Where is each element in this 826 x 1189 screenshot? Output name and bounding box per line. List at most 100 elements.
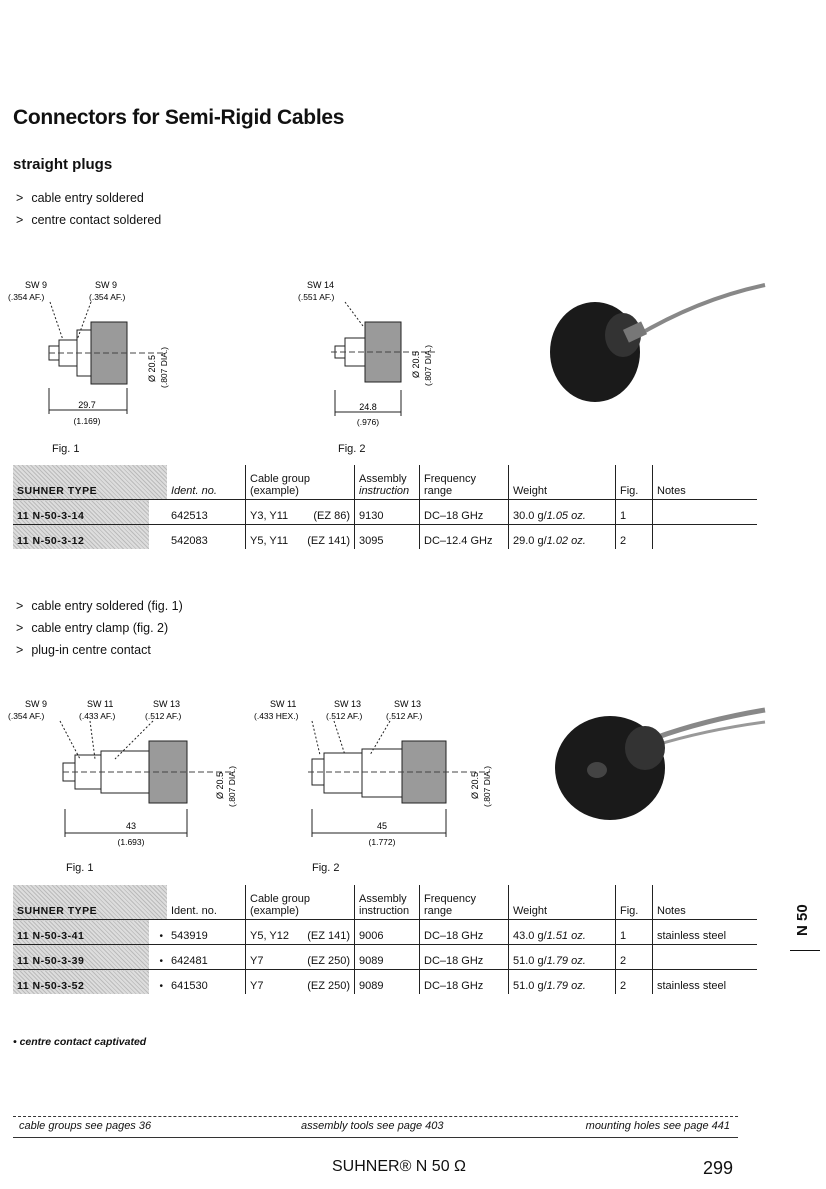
col-header-weight: Weight bbox=[508, 885, 616, 920]
cross-reference-bar: cable groups see pages 36 assembly tools… bbox=[13, 1116, 738, 1138]
spec-table-2: SUHNER TYPE Ident. no. Cable group(examp… bbox=[13, 885, 757, 994]
notes-cell bbox=[652, 944, 757, 970]
dim-label: (.512 AF.) bbox=[386, 711, 423, 721]
fig-label: Fig. 1 bbox=[52, 443, 80, 455]
type-cell: 11 N-50-3-39 bbox=[13, 944, 149, 970]
footer-brand: SUHNER® N 50 Ω bbox=[332, 1158, 466, 1175]
ident-cell: 641530 bbox=[167, 969, 246, 994]
cable-cell: Y7 (EZ 250) bbox=[245, 969, 355, 994]
page-number: 299 bbox=[703, 1158, 734, 1178]
fig-cell: 2 bbox=[615, 944, 653, 970]
assembly-cell: 9089 bbox=[354, 944, 420, 970]
dim-label: Ø 20.5 bbox=[215, 772, 225, 799]
weight-cell: 51.0 g/1.79 oz. bbox=[508, 944, 616, 970]
feature-item: plug-in centre contact bbox=[16, 639, 183, 661]
dim-label: Ø 20.5 bbox=[411, 351, 421, 378]
dim-label: SW 9 bbox=[95, 280, 117, 290]
section-subtitle: straight plugs bbox=[13, 156, 113, 173]
weight-cell: 43.0 g/1.51 oz. bbox=[508, 919, 616, 945]
dim-label: SW 14 bbox=[307, 280, 334, 290]
dim-label: Ø 20.5 bbox=[147, 355, 157, 382]
notes-cell: stainless steel bbox=[652, 969, 757, 994]
fig-cell: 2 bbox=[615, 524, 653, 549]
dim-label: SW 11 bbox=[87, 699, 113, 709]
dim-label: (.433 HEX.) bbox=[254, 711, 299, 721]
col-header-notes: Notes bbox=[652, 465, 757, 500]
col-header-notes: Notes bbox=[652, 885, 757, 920]
dim-label: (.807 DIA.) bbox=[482, 766, 492, 807]
feature-item: cable entry soldered (fig. 1) bbox=[16, 595, 182, 617]
freq-cell: DC–18 GHz bbox=[419, 499, 509, 525]
ident-cell: 542083 bbox=[167, 524, 246, 549]
assembly-cell: 9130 bbox=[354, 499, 420, 525]
dim-label: (.354 AF.) bbox=[8, 711, 45, 721]
dim-label: SW 13 bbox=[394, 699, 421, 709]
fig1-drawing: SW 9 (.354 AF.) SW 9 (.354 AF.) Ø 20.5 (… bbox=[8, 280, 169, 426]
captivated-mark: • bbox=[149, 944, 167, 970]
dim-label: 45 bbox=[377, 821, 387, 831]
captivated-mark: • bbox=[149, 919, 167, 945]
dim-label: SW 11 bbox=[270, 699, 296, 709]
dim-label: (.976) bbox=[357, 417, 379, 427]
table-row: 11 N-50-3-14 642513 Y3, Y11 (EZ 86) 9130… bbox=[13, 499, 757, 525]
notes-cell bbox=[652, 524, 757, 549]
feature-item: cable entry clamp (fig. 2) bbox=[16, 617, 183, 639]
fig-label: Fig. 2 bbox=[338, 443, 366, 455]
dim-label: (.354 AF.) bbox=[8, 292, 45, 302]
cable-groups-ref: cable groups see pages 36 bbox=[19, 1120, 152, 1132]
captivated-mark bbox=[149, 524, 167, 549]
dim-label: 29.7 bbox=[78, 400, 96, 410]
dim-label: (.512 AF.) bbox=[145, 711, 182, 721]
fig-cell: 1 bbox=[615, 919, 653, 945]
freq-cell: DC–18 GHz bbox=[419, 969, 509, 994]
col-header-fig: Fig. bbox=[615, 465, 653, 500]
freq-cell: DC–18 GHz bbox=[419, 944, 509, 970]
mounting-holes-ref: mounting holes see page 441 bbox=[585, 1120, 730, 1132]
feature-list-2: cable entry soldered (fig. 1) cable entr… bbox=[16, 595, 183, 661]
weight-cell: 51.0 g/1.79 oz. bbox=[508, 969, 616, 994]
type-cell: 11 N-50-3-41 bbox=[13, 919, 149, 945]
captivated-mark: • bbox=[149, 969, 167, 994]
footnote: • centre contact captivated bbox=[13, 1036, 147, 1048]
type-cell: 11 N-50-3-12 bbox=[13, 524, 149, 549]
weight-cell: 29.0 g/1.02 oz. bbox=[508, 524, 616, 549]
side-tab-label: N 50 bbox=[794, 904, 811, 936]
notes-cell: stainless steel bbox=[652, 919, 757, 945]
dim-label: (.433 AF.) bbox=[79, 711, 116, 721]
table-row: 11 N-50-3-12 542083 Y5, Y11 (EZ 141) 309… bbox=[13, 524, 757, 549]
dim-label: (1.772) bbox=[369, 837, 396, 847]
page-title: Connectors for Semi-Rigid Cables bbox=[13, 106, 345, 129]
col-header-type: SUHNER TYPE bbox=[13, 885, 167, 920]
connector-photo bbox=[555, 707, 766, 820]
spec-table-1: SUHNER TYPE Ident. no. Cable group(examp… bbox=[13, 465, 757, 549]
side-tab: N 50 bbox=[790, 900, 820, 951]
col-header-fig: Fig. bbox=[615, 885, 653, 920]
dim-label: (.354 AF.) bbox=[89, 292, 126, 302]
dim-label: SW 13 bbox=[153, 699, 180, 709]
dim-label: 24.8 bbox=[359, 402, 377, 412]
type-cell: 11 N-50-3-14 bbox=[13, 499, 149, 525]
feature-item: centre contact soldered bbox=[16, 209, 161, 231]
dim-label: SW 13 bbox=[334, 699, 361, 709]
dim-label: (1.169) bbox=[74, 416, 101, 426]
dim-label: (.551 AF.) bbox=[298, 292, 335, 302]
assembly-cell: 9089 bbox=[354, 969, 420, 994]
cable-cell: Y7 (EZ 250) bbox=[245, 944, 355, 970]
dim-label: 43 bbox=[126, 821, 136, 831]
dim-label: Ø 20.5 bbox=[470, 772, 480, 799]
weight-cell: 30.0 g/1.05 oz. bbox=[508, 499, 616, 525]
cable-cell: Y5, Y12 (EZ 141) bbox=[245, 919, 355, 945]
feature-item: cable entry soldered bbox=[16, 187, 161, 209]
assembly-cell: 3095 bbox=[354, 524, 420, 549]
col-header-cable-group: Cable group(example) bbox=[245, 885, 355, 920]
table-row: 11 N-50-3-52 • 641530 Y7 (EZ 250) 9089 D… bbox=[13, 969, 757, 994]
col-header-ident: Ident. no. bbox=[171, 485, 217, 497]
dim-label: (.807 DIA.) bbox=[159, 347, 169, 388]
type-cell: 11 N-50-3-52 bbox=[13, 969, 149, 994]
ident-cell: 642513 bbox=[167, 499, 246, 525]
fig2-drawing: SW 14 (.551 AF.) Ø 20.5 (.807 DIA.) 24.8… bbox=[298, 280, 435, 427]
table-row: 11 N-50-3-41 • 543919 Y5, Y12 (EZ 141) 9… bbox=[13, 919, 757, 945]
